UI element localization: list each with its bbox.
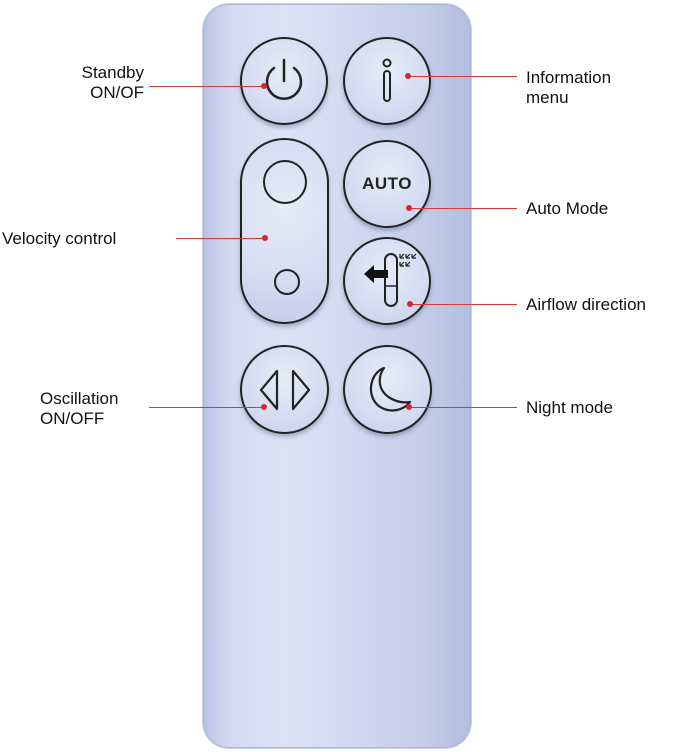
information-label-line1: Information xyxy=(526,68,612,87)
velocity-increase-icon xyxy=(262,159,307,204)
night-marker xyxy=(406,404,412,410)
standby-leader-line xyxy=(149,86,264,88)
power-button[interactable] xyxy=(240,37,328,125)
night-leader-line xyxy=(409,407,517,409)
velocity-control-button[interactable] xyxy=(240,138,329,324)
oscillation-label-line2: ON/OFF xyxy=(40,409,105,428)
oscillation-label-line1: Oscillation xyxy=(40,389,119,408)
standby-marker xyxy=(261,83,267,89)
moon-icon xyxy=(369,366,411,412)
oscillation-button[interactable] xyxy=(240,345,329,434)
airflow-leader-line xyxy=(410,304,517,306)
standby-label: Standby ON/OF xyxy=(40,63,144,103)
oscillation-leader-line xyxy=(149,407,264,409)
info-button[interactable] xyxy=(343,37,431,125)
power-icon xyxy=(265,58,303,100)
oscillation-marker xyxy=(261,404,267,410)
night-mode-label: Night mode xyxy=(526,398,613,417)
airflow-marker xyxy=(407,301,413,307)
auto-leader-line xyxy=(409,208,517,210)
auto-mode-label: Auto Mode xyxy=(526,199,609,218)
oscillation-icon xyxy=(259,369,310,410)
night-mode-button[interactable] xyxy=(343,345,432,434)
velocity-marker xyxy=(262,235,268,241)
velocity-decrease-icon xyxy=(273,268,300,295)
information-marker xyxy=(405,73,411,79)
info-icon xyxy=(382,58,392,102)
information-label-line2: menu xyxy=(526,88,569,107)
auto-button[interactable]: AUTO xyxy=(343,140,431,228)
auto-button-label: AUTO xyxy=(362,174,412,193)
standby-label-line1: Standby xyxy=(81,63,144,82)
airflow-direction-icon xyxy=(364,253,417,307)
oscillation-label: Oscillation ON/OFF xyxy=(40,389,150,429)
airflow-direction-button[interactable] xyxy=(343,237,431,325)
velocity-label: Velocity control xyxy=(2,229,117,248)
information-leader-line xyxy=(408,76,517,78)
velocity-leader-line xyxy=(176,238,265,240)
standby-label-line2: ON/OF xyxy=(90,83,144,102)
auto-marker xyxy=(406,205,412,211)
information-label: Information menu xyxy=(526,68,676,108)
airflow-label: Airflow direction xyxy=(526,295,646,314)
